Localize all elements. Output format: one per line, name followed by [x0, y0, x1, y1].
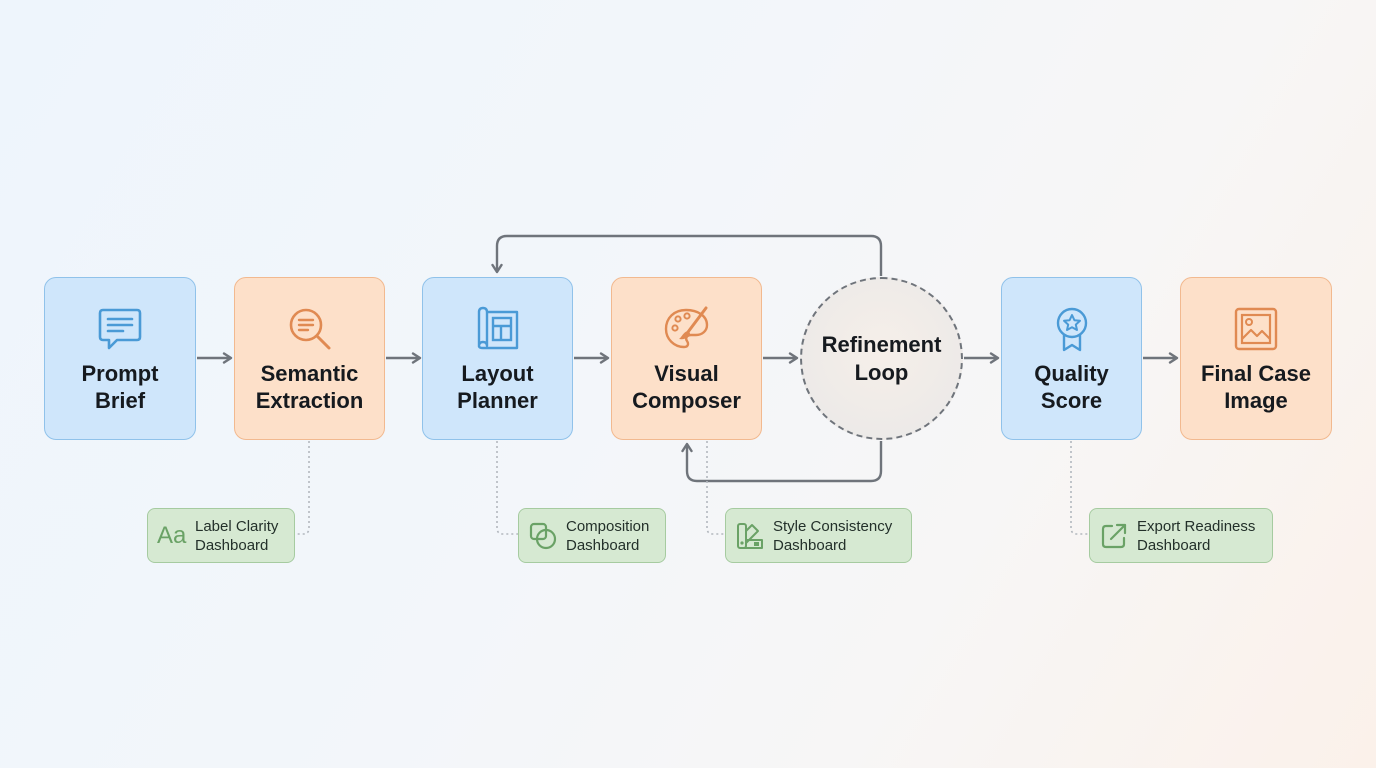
node-final-case-image[interactable]: Final Case Image: [1180, 277, 1332, 440]
node-layout-planner[interactable]: Layout Planner: [422, 277, 573, 440]
node-label: Semantic Extraction: [255, 360, 364, 413]
node-label: Prompt Brief: [81, 360, 159, 413]
leader-layout-to-composition: [496, 441, 518, 535]
node-label: Quality Score: [1034, 360, 1109, 413]
image-icon: [1234, 307, 1278, 350]
swatch-icon: [737, 522, 763, 549]
leader-quality-to-export: [1070, 441, 1089, 535]
blueprint-icon: [477, 306, 518, 349]
node-prompt-brief[interactable]: Prompt Brief: [44, 277, 196, 440]
award-ribbon-icon: [1056, 307, 1087, 351]
feedback-arrow-to-layout: [491, 234, 883, 276]
node-label: Refinement Loop: [821, 331, 942, 385]
node-quality-score[interactable]: Quality Score: [1001, 277, 1142, 440]
overlap-shapes-icon: [529, 522, 557, 549]
node-label: Final Case Image: [1200, 360, 1312, 413]
dashboard-label: Label Clarity Dashboard: [195, 517, 279, 554]
node-visual-composer[interactable]: Visual Composer: [611, 277, 762, 440]
dashboard-label-clarity[interactable]: Aa Label Clarity Dashboard: [147, 508, 295, 563]
leader-visual-to-style: [706, 441, 725, 535]
dashboard-style-consistency[interactable]: Style Consistency Dashboard: [725, 508, 912, 563]
dashboard-composition[interactable]: Composition Dashboard: [518, 508, 666, 563]
external-link-icon: [1101, 523, 1127, 548]
node-refinement-loop[interactable]: Refinement Loop: [800, 277, 963, 440]
feedback-arrow-to-visual: [681, 441, 883, 483]
node-label: Layout Planner: [457, 360, 538, 413]
palette-icon: [664, 306, 708, 348]
chat-bubble-icon: [98, 308, 142, 349]
node-semantic-extraction[interactable]: Semantic Extraction: [234, 277, 385, 440]
text-aa-icon: Aa: [157, 521, 187, 549]
dashboard-label: Export Readiness Dashboard: [1137, 517, 1256, 554]
dashboard-label: Style Consistency Dashboard: [773, 517, 893, 554]
dashboard-label: Composition Dashboard: [566, 517, 650, 554]
leader-semantic-to-label-clarity: [295, 441, 310, 535]
node-label: Visual Composer: [632, 360, 741, 413]
magnifier-icon: [289, 308, 330, 349]
dashboard-export-readiness[interactable]: Export Readiness Dashboard: [1089, 508, 1273, 563]
